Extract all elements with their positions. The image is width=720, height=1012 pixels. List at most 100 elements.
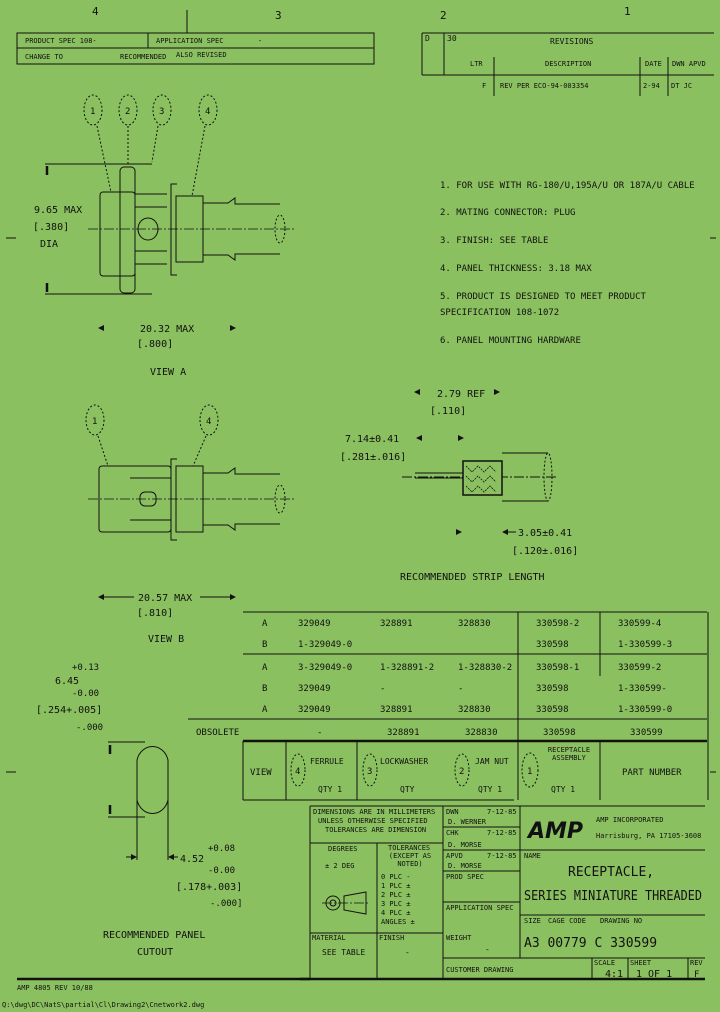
rev-header: DESCRIPTION — [545, 60, 591, 68]
panel-cutout-label: RECOMMENDED PANEL — [103, 930, 205, 941]
degrees-value: ± 2 DEG — [325, 862, 355, 870]
third-angle-projection-icon — [322, 891, 370, 915]
dimension-text: +0.08 — [208, 844, 235, 854]
sheet-label: SHEET — [630, 959, 652, 967]
callout-1: 1 — [90, 107, 95, 117]
size-label: SIZE — [524, 917, 541, 925]
view-a-label: VIEW A — [150, 367, 186, 378]
table-cell: 330598 — [536, 684, 569, 694]
table-cell: 328891 — [380, 705, 413, 715]
company-name: AMP INCORPORATED — [596, 816, 663, 824]
rev-header: DATE — [645, 60, 662, 68]
view-b-drawing: 1 4 20.57 MAX [.810] VIEW B — [85, 404, 294, 645]
rev-row-date: 2-94 — [643, 82, 660, 90]
callout-2: 2 — [125, 107, 130, 117]
chk-name: D. MORSE — [448, 841, 482, 849]
header-qty: QTY 1 — [318, 785, 342, 794]
header-part-number: PART NUMBER — [622, 768, 682, 778]
title-block: DIMENSIONS ARE IN MILLIMETERS UNLESS OTH… — [300, 805, 705, 981]
apvd-name: D. MORSE — [448, 862, 482, 870]
rev-ltr: D — [425, 34, 430, 43]
dwn-date: 7-12-85 — [487, 808, 517, 816]
dimension-text: [.810] — [137, 608, 173, 619]
table-view-letter: A — [262, 663, 268, 673]
table-cell: 328891 — [387, 728, 420, 738]
item-number: 1 — [527, 767, 532, 777]
dimension-text: [.178+.003] — [176, 882, 242, 893]
table-cell: 330599-4 — [618, 619, 661, 629]
table-cell: 329049 — [298, 684, 331, 694]
dimension-text: [.380] — [33, 222, 69, 233]
scale-value: 4:1 — [605, 969, 623, 980]
table-cell: 330598 — [536, 640, 569, 650]
dimension-text: -0.00 — [208, 866, 235, 876]
drawing-title-line1: RECEPTACLE, — [568, 865, 654, 880]
table-cell: 1-328830-2 — [458, 663, 512, 673]
tolerance-row: 2 PLC ± — [381, 891, 411, 899]
table-cell: 330599-2 — [618, 663, 661, 673]
dimension-text: -.000] — [210, 899, 243, 909]
dimension-text: 6.45 — [55, 676, 79, 687]
application-spec-value: - — [258, 37, 262, 45]
table-cell: 330599 — [630, 728, 663, 738]
view-a-drawing: 1 2 3 4 9.65 MAX [.380] DIA 20.32 MAX [.… — [33, 94, 294, 378]
tolerance-row: 0 PLC - — [381, 873, 411, 881]
dimension-text: 2.79 REF — [437, 389, 485, 400]
customer-drawing-label: CUSTOMER DRAWING — [446, 966, 513, 974]
dimension-text: [.800] — [137, 339, 173, 350]
dimension-text: [.281±.016] — [340, 452, 406, 463]
rev-label: REV — [690, 959, 703, 967]
file-path: Q:\dwg\DC\NatS\partial\Cl\Drawing2\Cnetw… — [2, 1001, 204, 1009]
drawing-title-line2: SERIES MINIATURE THREADED — [524, 889, 702, 904]
tolerances-label: TOLERANCES — [388, 844, 430, 852]
drawing-number: A3 00779 C 330599 — [524, 936, 657, 951]
tolerances-sub-box: (EXCEPT AS NOTED) — [389, 852, 431, 868]
dimension-text: 3.05±0.41 — [518, 528, 572, 539]
callout-1: 1 — [92, 417, 97, 427]
form-number: AMP 4805 REV 10/88 — [17, 984, 93, 992]
dimension-text: 9.65 MAX — [34, 205, 82, 216]
table-view-letter: B — [262, 684, 267, 694]
tolerance-row: 4 PLC ± — [381, 909, 411, 917]
header-jam-nut: JAM NUT — [475, 757, 509, 766]
material-value: SEE TABLE — [322, 948, 366, 957]
rev-value: F — [694, 970, 699, 980]
table-cell: 1-330599- — [618, 684, 667, 694]
note-3: 3. FINISH: SEE TABLE — [440, 236, 548, 246]
revisions-title: REVISIONS — [550, 37, 594, 46]
table-view-letter: A — [262, 619, 268, 629]
dimension-text: DIA — [40, 239, 58, 250]
table-cell: - — [317, 728, 322, 738]
also-revised-label: ALSO REVISED — [176, 51, 227, 59]
zone-label: 3 — [275, 9, 282, 22]
strip-length-detail: 2.79 REF [.110] 7.14±0.41 [.281±.016] 3.… — [340, 389, 578, 583]
table-cell: 328830 — [465, 728, 498, 738]
header-receptacle: RECEPTACLE ASSEMBLY — [547, 746, 591, 762]
chk-date: 7-12-85 — [487, 829, 517, 837]
note-5-cont: SPECIFICATION 108-1072 — [440, 308, 559, 318]
dimension-text: 7.14±0.41 — [345, 434, 399, 445]
prod-spec-label: PROD SPEC — [446, 873, 484, 881]
table-cell: - — [458, 684, 463, 694]
table-cell: 330598 — [543, 728, 576, 738]
rev-row-ltr: F — [482, 82, 486, 90]
change-to-label: CHANGE TO — [25, 53, 63, 61]
recommended-label: RECOMMENDED — [120, 53, 166, 61]
finish-value: - — [405, 948, 410, 957]
table-cell: 330598 — [536, 705, 569, 715]
app-spec-label: APPLICATION SPEC — [446, 904, 513, 912]
note-2: 2. MATING CONNECTOR: PLUG — [440, 208, 575, 218]
svg-text:AMP: AMP — [526, 819, 583, 844]
tolerance-row: 1 PLC ± — [381, 882, 411, 890]
header-qty: QTY 1 — [551, 785, 575, 794]
dwn-name: D. WERNER — [448, 818, 487, 826]
table-cell: 3-329049-0 — [298, 663, 352, 673]
table-view-letter: A — [262, 705, 268, 715]
strip-length-label: RECOMMENDED STRIP LENGTH — [400, 572, 545, 583]
sheet-value: 1 OF 1 — [636, 969, 672, 980]
revision-block: D 30 REVISIONS LTR DESCRIPTION DATE DWN … — [421, 32, 714, 96]
callout-4: 4 — [206, 417, 211, 427]
dimension-text: 20.57 MAX — [138, 593, 192, 604]
